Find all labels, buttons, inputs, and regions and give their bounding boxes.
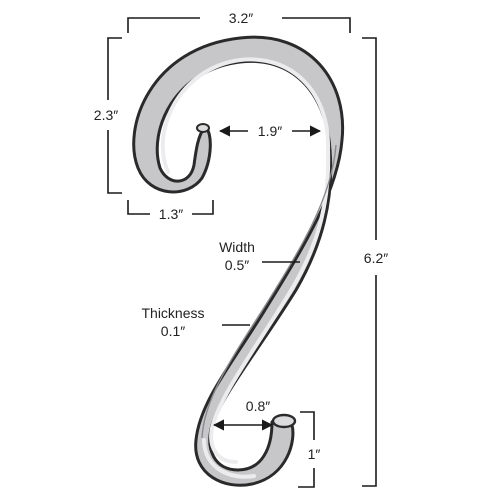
hook-edge-line (201, 144, 337, 439)
label-top-hook-width: 1.3″ (159, 206, 183, 222)
bottom-hook-tip (271, 413, 297, 429)
label-width-title: Width (219, 239, 255, 255)
label-top-opening: 1.9″ (258, 123, 282, 139)
dim-total-height (362, 37, 377, 487)
dim-top-hook-width (127, 200, 214, 215)
dim-top-hook-height (107, 37, 122, 194)
dim-total-width (127, 17, 351, 33)
top-hook-tip (196, 123, 210, 133)
dimensions (107, 17, 377, 488)
label-thickness-title: Thickness (141, 305, 204, 321)
dim-bottom-hook-height (298, 411, 315, 488)
label-bottom-hook-height: 1″ (308, 446, 321, 462)
label-total-height: 6.2″ (364, 250, 388, 266)
label-bottom-opening: 0.8″ (246, 398, 270, 414)
label-width-value: 0.5″ (225, 257, 249, 273)
label-top-hook-height: 2.3″ (94, 107, 118, 123)
label-total-width: 3.2″ (229, 10, 253, 26)
label-thickness-value: 0.1″ (161, 323, 185, 339)
labels: 3.2″ 2.3″ 1.9″ 1.3″ Width 0.5″ Thickness… (94, 10, 388, 462)
